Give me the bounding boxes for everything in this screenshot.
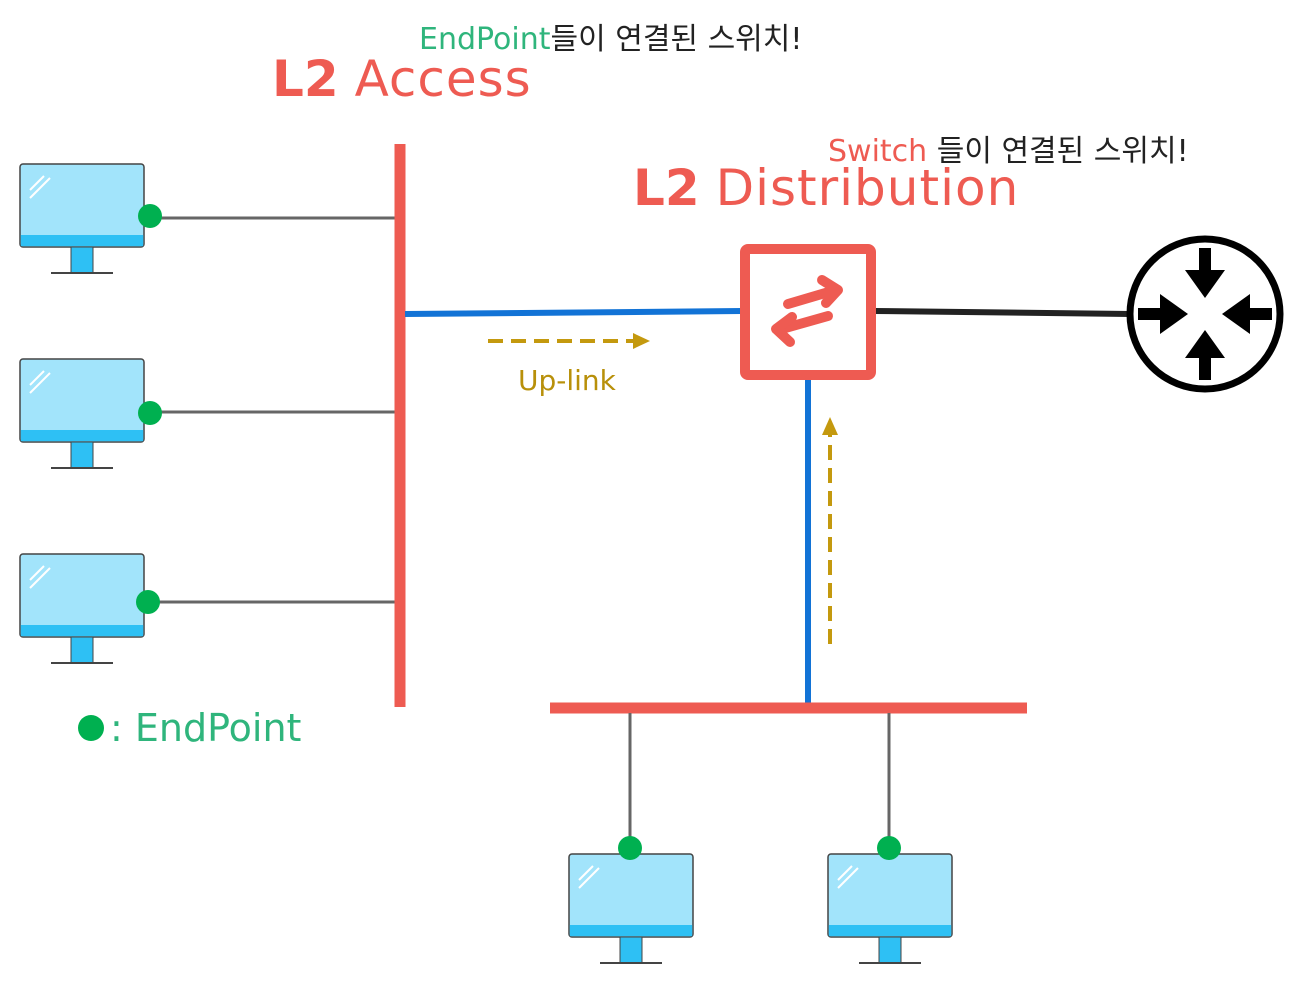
uplink-arrow-head-up <box>822 417 838 435</box>
endpoint-dot <box>136 590 160 614</box>
distribution-layer-title: L2 Distribution <box>633 159 1019 217</box>
switch-icon <box>740 244 876 380</box>
legend-endpoint-dot <box>78 715 104 741</box>
uplink-arrow-head-right <box>633 333 650 349</box>
distribution-layer-name: Distribution <box>715 159 1020 217</box>
endpoint-dot <box>138 204 162 228</box>
endpoint-dot <box>138 401 162 425</box>
legend-text: : EndPoint <box>110 706 302 750</box>
distribution-layer-prefix: L2 <box>633 159 700 217</box>
uplink-access-switch <box>404 308 743 317</box>
router-icon <box>1126 235 1284 393</box>
monitor-icon <box>19 358 145 469</box>
distribution-caption-highlight: Switch <box>828 134 928 169</box>
endpoint-dot <box>877 836 901 860</box>
monitor-icon <box>827 853 953 964</box>
access-caption-highlight: EndPoint <box>419 22 551 57</box>
monitor-icon <box>19 163 145 274</box>
monitor-icon <box>568 853 694 964</box>
uplink-label: Up-link <box>518 364 616 397</box>
access-layer-title: L2 Access <box>272 50 532 108</box>
access-layer-prefix: L2 <box>272 50 339 108</box>
endpoint-dot <box>618 836 642 860</box>
access-caption: EndPoint들이 연결된 스위치! <box>419 14 802 58</box>
monitor-icon <box>19 553 145 664</box>
distribution-caption-rest: 들이 연결된 스위치! <box>927 134 1189 169</box>
distribution-caption: Switch 들이 연결된 스위치! <box>828 126 1189 170</box>
access-caption-rest: 들이 연결된 스위치! <box>550 22 803 57</box>
access-layer-name: Access <box>354 50 532 108</box>
link-switch-router <box>874 308 1131 317</box>
